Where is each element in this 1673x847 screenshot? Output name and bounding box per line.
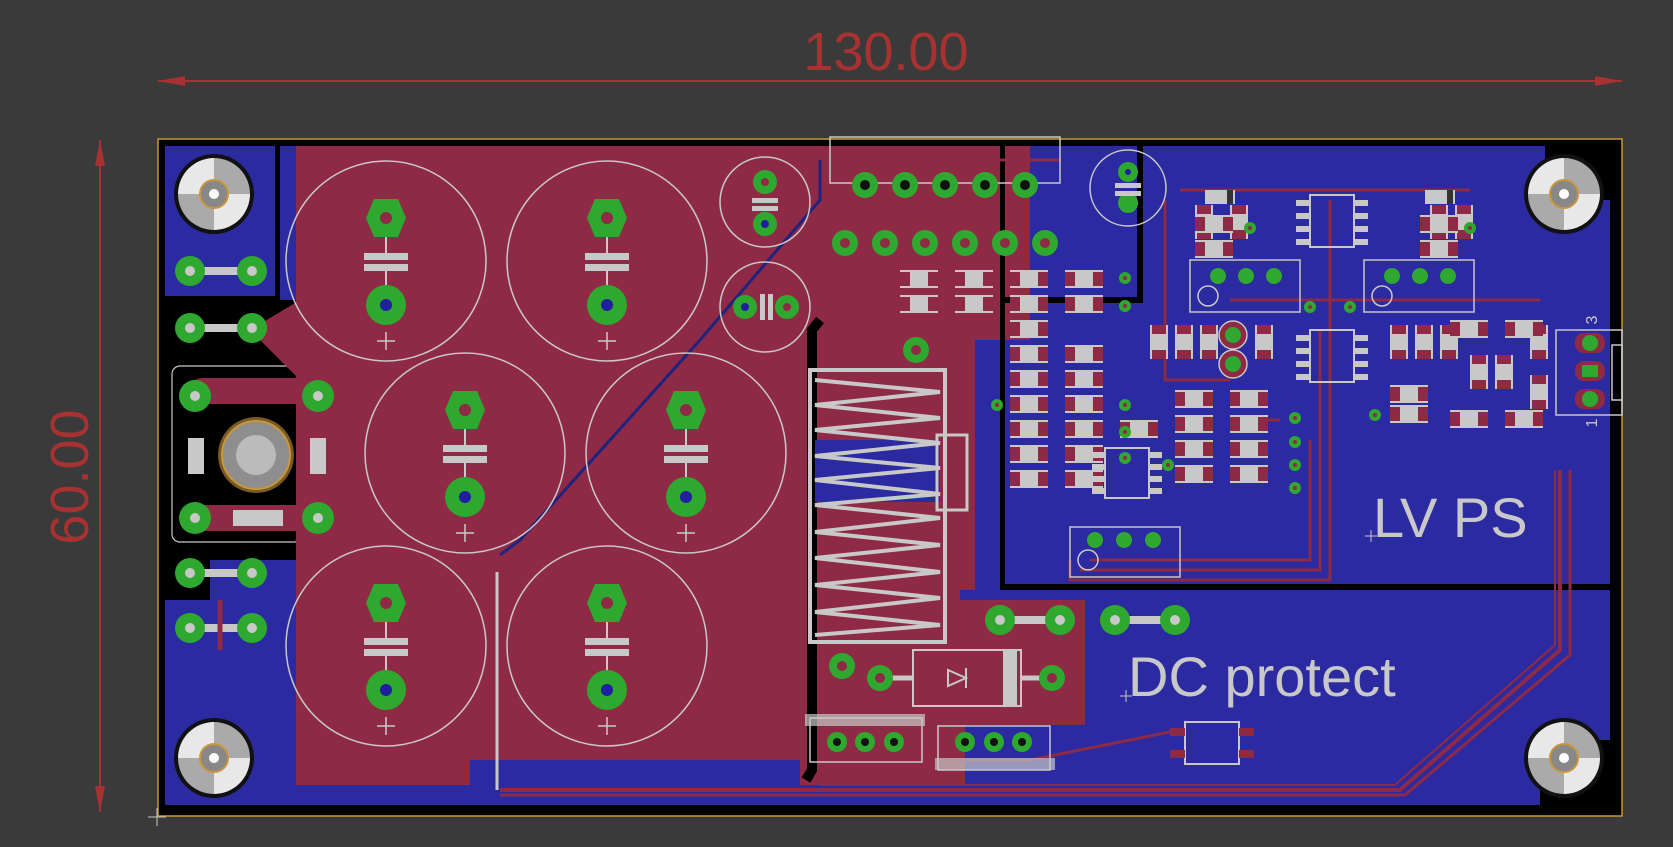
smd-part xyxy=(1450,320,1488,338)
ic-u1 xyxy=(1296,194,1368,248)
bulk-capacitors xyxy=(285,160,787,747)
small-capacitor-1 xyxy=(719,156,811,248)
connector-3pin: 3 1 xyxy=(1555,315,1623,427)
smd-part xyxy=(1175,465,1213,483)
smd-part xyxy=(1230,390,1268,408)
smd-part xyxy=(1415,325,1433,359)
smd-part xyxy=(1505,410,1543,428)
mounting-hole-top-left-icon xyxy=(174,154,254,234)
smd-part xyxy=(1065,420,1103,438)
ic-u2 xyxy=(1296,329,1368,383)
smd-part xyxy=(1450,410,1488,428)
capacitor-4 xyxy=(585,352,787,554)
bridge-rectifier xyxy=(179,378,334,534)
output-terminals xyxy=(985,605,1190,635)
relay-footprint xyxy=(1170,721,1254,765)
capacitor-5 xyxy=(285,545,487,747)
smd-part xyxy=(1530,375,1548,409)
terminal-pair-1 xyxy=(175,256,267,286)
connector-pin-3-label: 3 xyxy=(1584,315,1601,324)
height-dimension: 60.00 xyxy=(40,140,105,812)
smd-part xyxy=(1065,345,1103,363)
input-terminals xyxy=(175,256,267,650)
smd-part xyxy=(1010,270,1048,288)
trimmer-3 xyxy=(1069,526,1181,578)
capacitor-6 xyxy=(506,545,708,747)
dc-protect-label: DC protect xyxy=(1128,645,1396,708)
smd-part xyxy=(1230,465,1268,483)
smd-part xyxy=(1175,415,1213,433)
smd-part xyxy=(1175,440,1213,458)
smd-part xyxy=(1420,215,1458,233)
smd-part xyxy=(1175,325,1193,359)
rectifier-pad-3 xyxy=(179,502,211,534)
smd-part xyxy=(1010,395,1048,413)
smd-part xyxy=(1495,355,1513,389)
transistor-pads xyxy=(1218,320,1248,379)
rectifier-pad-1 xyxy=(179,380,211,412)
smd-part xyxy=(1065,270,1103,288)
smd-part xyxy=(1420,240,1458,258)
smd-part xyxy=(1065,295,1103,313)
smd-part xyxy=(955,295,993,313)
smd-part xyxy=(1010,345,1048,363)
coil-pad-bottom xyxy=(829,653,855,679)
smd-part xyxy=(900,270,938,288)
smd-part xyxy=(1505,320,1543,338)
coil-pad-top xyxy=(903,337,929,363)
smd-part xyxy=(1200,325,1218,359)
trimmer-1 xyxy=(1189,259,1301,313)
terminal-pair-4 xyxy=(175,613,267,643)
mounting-holes xyxy=(174,154,1604,798)
smd-part xyxy=(900,295,938,313)
smd-part xyxy=(1150,325,1168,359)
power-diode xyxy=(867,649,1065,707)
terminal-pair-3 xyxy=(175,558,267,588)
smd-part xyxy=(1010,320,1048,338)
smd-part xyxy=(1390,325,1408,359)
trimmer-2 xyxy=(1363,259,1475,313)
bottom-connectors xyxy=(805,714,1055,771)
mounting-hole-bottom-right-icon xyxy=(1524,718,1604,798)
smd-part xyxy=(1195,215,1233,233)
smd-part xyxy=(1065,395,1103,413)
smd-part xyxy=(1010,370,1048,388)
smd-part xyxy=(955,270,993,288)
connector-row-top xyxy=(829,136,1061,256)
smd-part xyxy=(1255,325,1273,359)
smd-part xyxy=(1010,420,1048,438)
top-copper-pour-capacitors xyxy=(296,146,1085,785)
smd-part xyxy=(1010,295,1048,313)
smd-part xyxy=(1195,240,1233,258)
mounting-hole-bottom-left-icon xyxy=(174,718,254,798)
ic-u3 xyxy=(1092,447,1162,499)
coil-component xyxy=(808,337,969,679)
smd-part xyxy=(1230,440,1268,458)
capacitor-3 xyxy=(364,352,566,554)
smd-components xyxy=(900,190,1548,494)
smd-part xyxy=(1065,370,1103,388)
smd-part xyxy=(1230,415,1268,433)
lv-ps-label: LV PS xyxy=(1373,486,1528,549)
rectifier-pad-4 xyxy=(302,502,334,534)
rectifier-pad-2 xyxy=(302,380,334,412)
small-capacitor-2 xyxy=(719,261,811,353)
width-dimension-label: 130.00 xyxy=(803,22,968,82)
smd-part xyxy=(1010,445,1048,463)
smd-part xyxy=(1230,205,1248,239)
smd-part xyxy=(1010,470,1048,488)
mounting-hole-top-right-icon xyxy=(1524,154,1604,234)
smd-part xyxy=(1390,385,1428,403)
width-dimension: 130.00 xyxy=(158,22,1622,86)
small-capacitor-3 xyxy=(1089,149,1167,227)
capacitor-2 xyxy=(506,160,708,362)
smd-part xyxy=(1175,390,1213,408)
terminal-pair-2 xyxy=(175,313,267,343)
smd-part xyxy=(1470,355,1488,389)
height-dimension-label: 60.00 xyxy=(40,409,100,544)
capacitor-1 xyxy=(285,160,487,362)
smd-part xyxy=(1390,405,1428,423)
connector-pin-1-label: 1 xyxy=(1584,418,1601,427)
